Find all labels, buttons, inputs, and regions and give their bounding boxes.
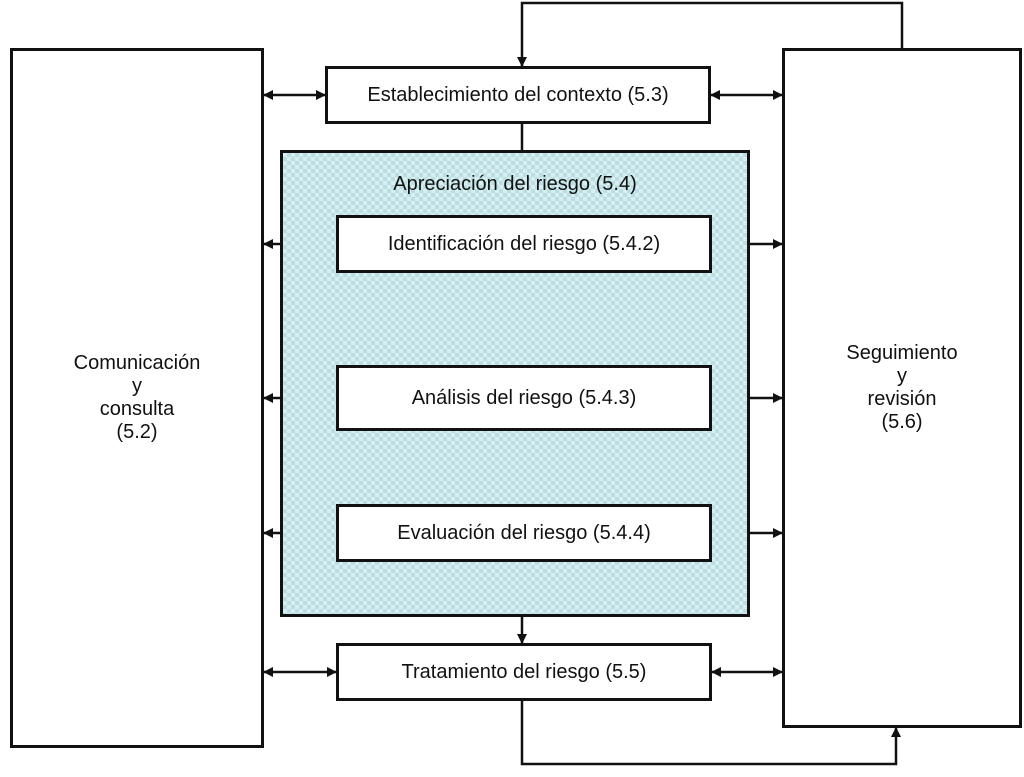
monitoring-review-label: Seguimiento y revisión (5.6): [846, 342, 958, 433]
step-analysis: Análisis del riesgo (5.4.3): [336, 365, 712, 431]
risk-assessment-title: Apreciación del riesgo (5.4): [393, 173, 637, 195]
step-analysis-label: Análisis del riesgo (5.4.3): [411, 387, 637, 409]
step-context: Establecimiento del contexto (5.3): [325, 66, 711, 124]
communication-consultation-label: Comunicación y consulta (5.2): [73, 352, 201, 443]
feedback-arrow-top: [517, 1, 904, 67]
communication-consultation-box: Comunicación y consulta (5.2): [10, 48, 264, 748]
step-treatment: Tratamiento del riesgo (5.5): [336, 643, 712, 701]
monitoring-review-box: Seguimiento y revisión (5.6): [782, 48, 1022, 728]
feedback-arrow-bottom: [520, 701, 901, 766]
step-treatment-label: Tratamiento del riesgo (5.5): [401, 661, 647, 683]
step-identification-label: Identificación del riesgo (5.4.2): [387, 233, 661, 255]
step-evaluation: Evaluación del riesgo (5.4.4): [336, 504, 712, 562]
step-evaluation-label: Evaluación del riesgo (5.4.4): [397, 522, 651, 544]
step-identification: Identificación del riesgo (5.4.2): [336, 215, 712, 273]
step-context-label: Establecimiento del contexto (5.3): [367, 84, 669, 106]
